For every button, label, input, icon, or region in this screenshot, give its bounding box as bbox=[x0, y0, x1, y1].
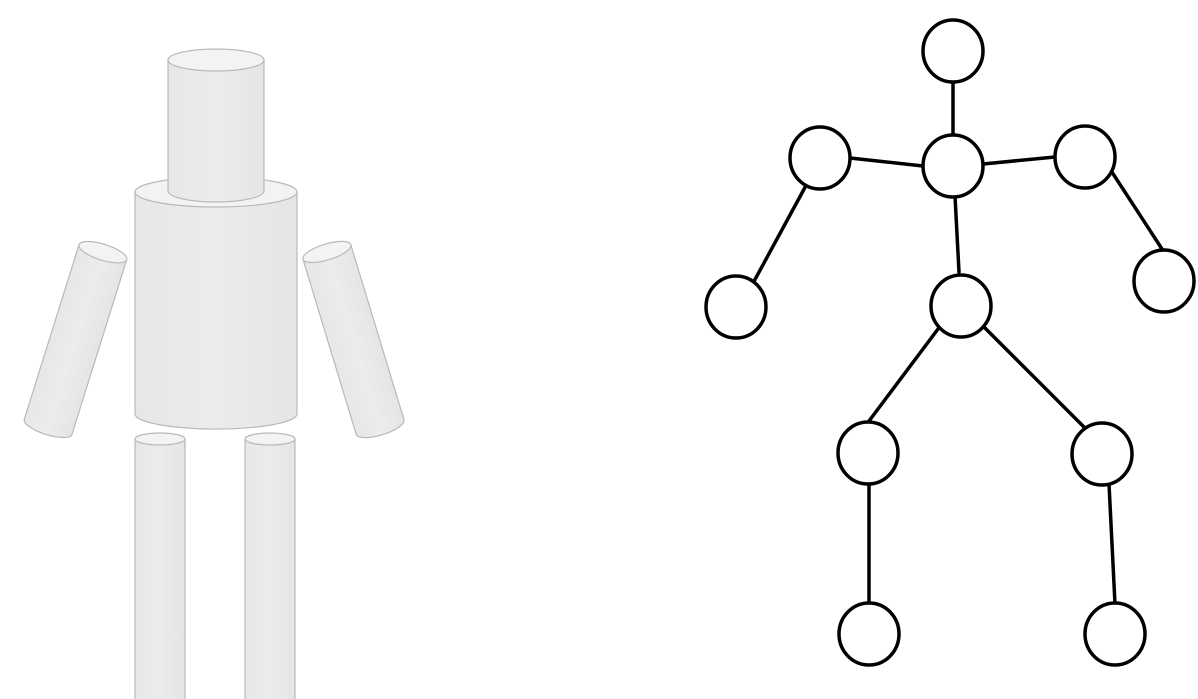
joint-right-shoulder bbox=[1053, 124, 1117, 190]
cylinder-right-arm bbox=[302, 240, 405, 439]
cylinder-right-leg bbox=[244, 432, 296, 699]
joint-neck bbox=[921, 133, 985, 199]
bone-pelvis-right-knee bbox=[982, 325, 1087, 430]
joint-left-knee bbox=[836, 420, 900, 486]
joint-left-foot bbox=[837, 601, 901, 667]
bone-neck-left-shoulder bbox=[848, 156, 925, 168]
cylinder-head bbox=[167, 48, 265, 203]
joint-left-shoulder bbox=[788, 125, 852, 191]
bone-neck-right-shoulder bbox=[981, 155, 1057, 166]
bone-pelvis-left-knee bbox=[867, 323, 943, 423]
cylinder-torso bbox=[134, 176, 298, 430]
joint-right-knee bbox=[1070, 421, 1134, 487]
bone-right-shoulder-right-hand bbox=[1106, 164, 1164, 251]
bone-right-knee-right-foot bbox=[1107, 482, 1117, 606]
cylinder-left-leg bbox=[134, 432, 186, 699]
joint-right-hand bbox=[1132, 248, 1196, 314]
bone-left-shoulder-left-hand bbox=[750, 178, 811, 287]
joint-right-foot bbox=[1083, 601, 1147, 667]
joint-head bbox=[921, 18, 985, 84]
cylinder-left-arm bbox=[23, 240, 128, 439]
cylinder-body-model bbox=[23, 48, 405, 699]
joint-left-hand bbox=[704, 274, 768, 340]
stick-figure-skeleton bbox=[704, 18, 1196, 667]
bone-neck-pelvis bbox=[953, 194, 961, 274]
joint-pelvis bbox=[929, 273, 993, 339]
